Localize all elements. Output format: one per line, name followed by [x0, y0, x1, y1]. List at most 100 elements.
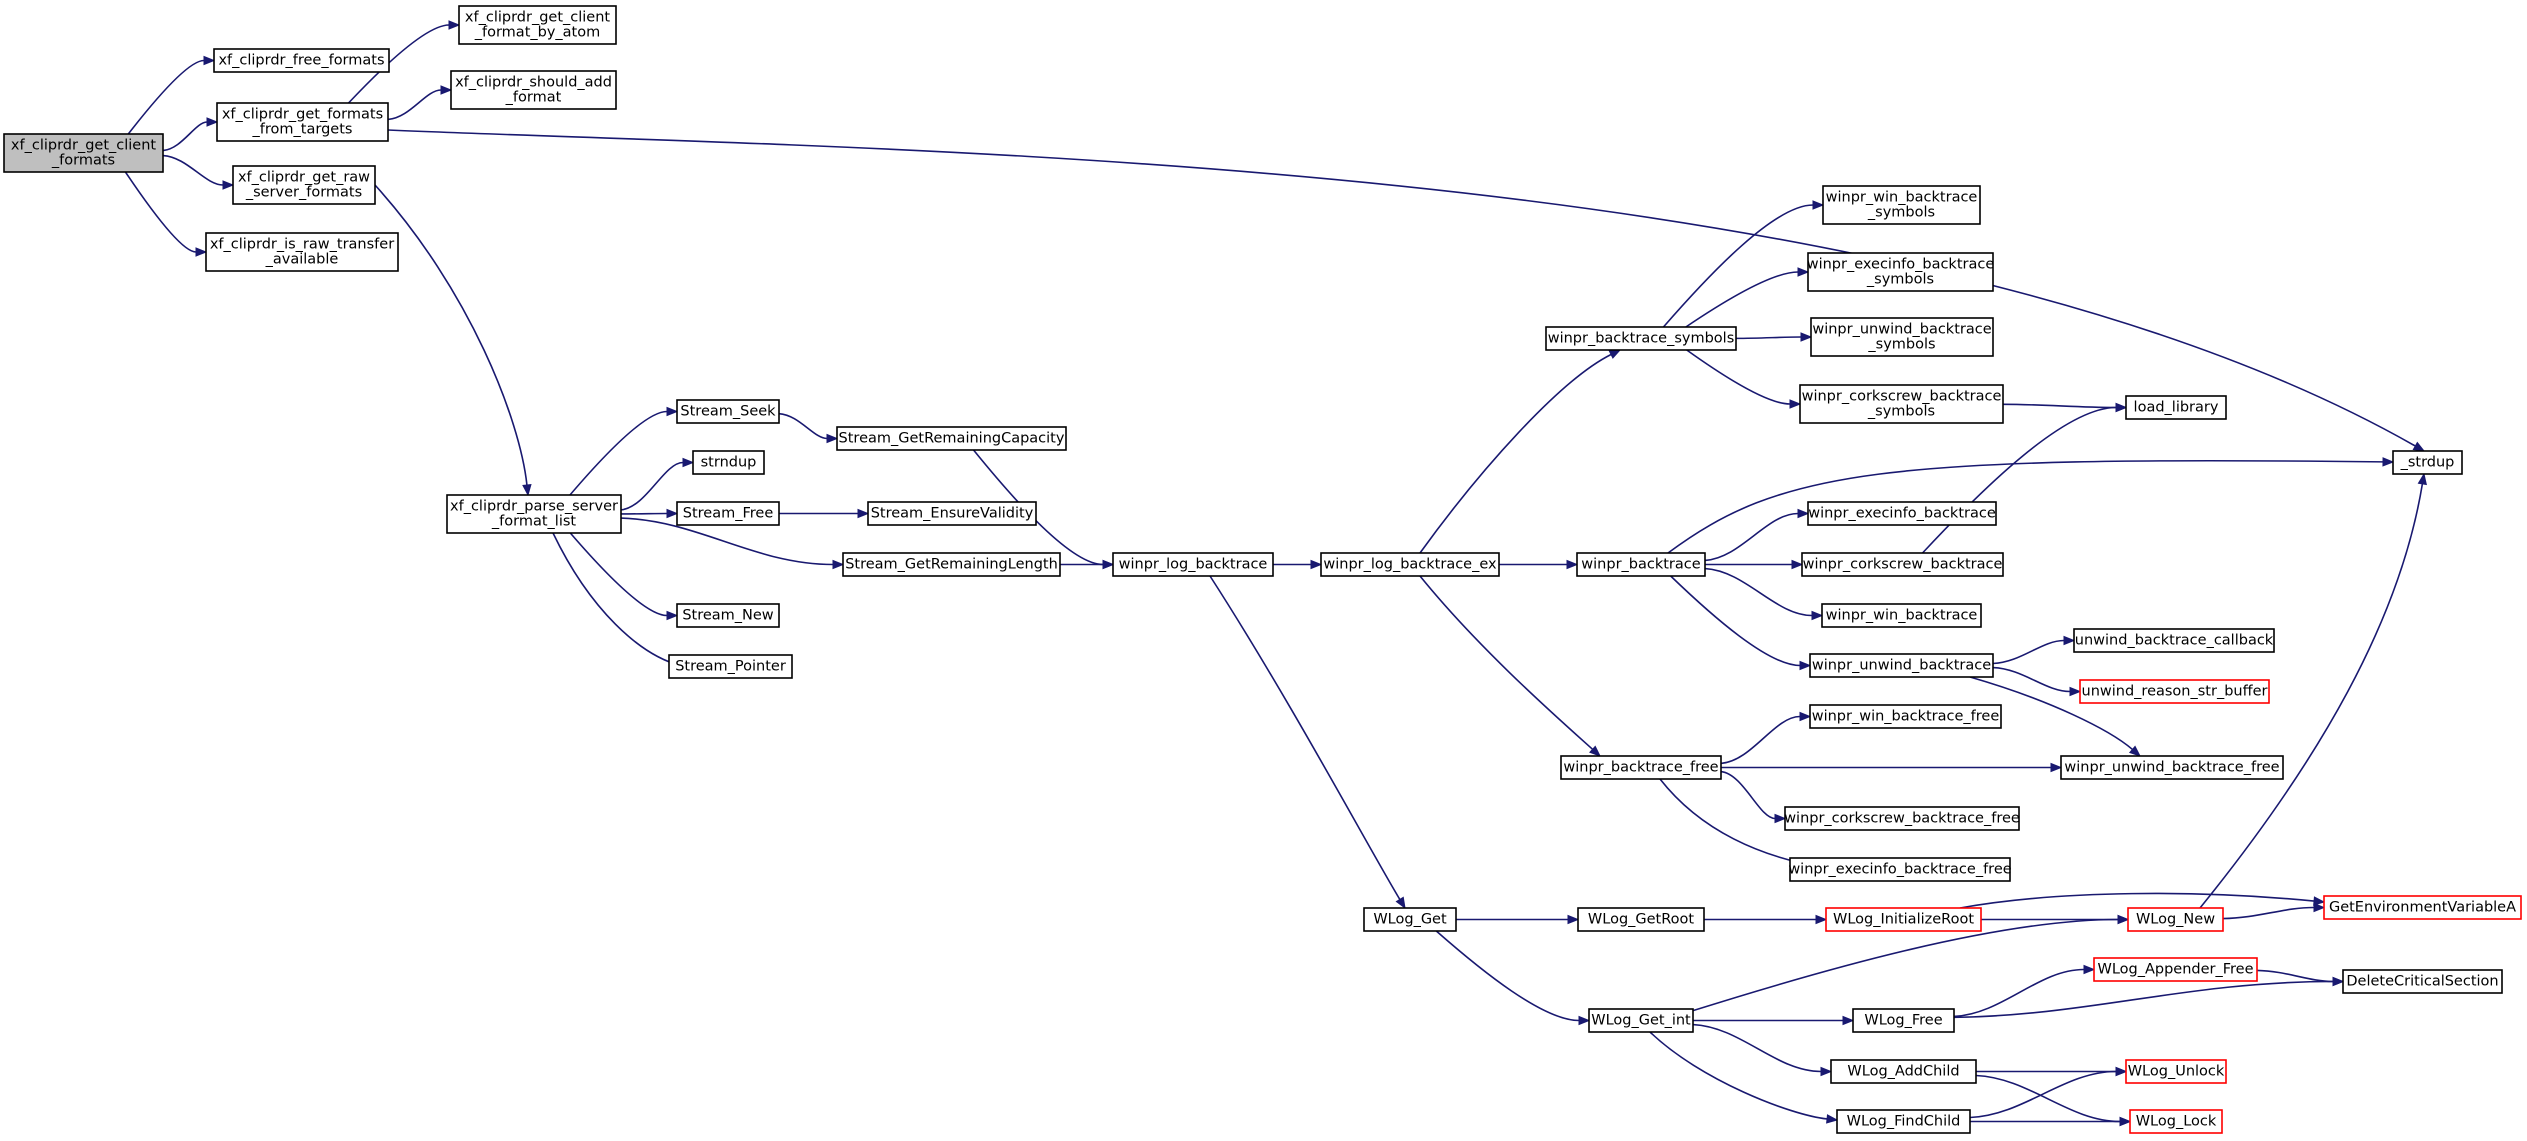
edge-line	[162, 154, 224, 186]
arrowhead-stream_get_remaining_length>winpr_log_backtrace	[1102, 559, 1115, 570]
edge-winpr_log_backtrace_ex-to-winpr_backtrace_free	[1419, 575, 1602, 757]
node-box	[1799, 384, 2004, 424]
node-winpr-backtrace-free[interactable]: winpr_backtrace_free	[1560, 755, 1722, 780]
node-wlog-get[interactable]: WLog_Get	[1363, 907, 1457, 932]
node-box	[1807, 252, 1994, 292]
arrowhead-wlog_get>wlog_get_root	[1567, 914, 1580, 925]
node-parse-server-format-list[interactable]: xf_cliprdr_parse_server_format_list	[446, 494, 622, 534]
edge-line	[1662, 204, 1814, 328]
node-unwind-reason-str-buffer[interactable]: unwind_reason_str_buffer	[2079, 679, 2270, 704]
edge-line	[2199, 483, 2424, 909]
edge-parse_server_format_list-to-stream_pointer	[552, 532, 692, 670]
arrowhead-get_raw_server_formats>parse_server_format_list	[522, 484, 532, 497]
node-get-client-format-by-atom[interactable]: xf_cliprdr_get_client_format_by_atom	[458, 5, 617, 45]
node-box	[1801, 552, 2004, 577]
node-get-formats-from-targets[interactable]: xf_cliprdr_get_formats_from_targets	[216, 102, 389, 142]
node-winpr-backtrace-symbols[interactable]: winpr_backtrace_symbols	[1545, 326, 1737, 351]
edge-line	[347, 24, 450, 104]
node-stream-get-remaining-capacity[interactable]: Stream_GetRemainingCapacity	[836, 426, 1067, 451]
node-label: winpr_unwind_backtrace_free	[2064, 760, 2279, 776]
node-corkscrew-backtrace-symbols[interactable]: winpr_corkscrew_backtrace_symbols	[1799, 384, 2004, 424]
node-wlog-get-int[interactable]: WLog_Get_int	[1588, 1008, 1694, 1033]
node-strdup[interactable]: _strdup	[2392, 450, 2463, 475]
node-wlog-new[interactable]: WLog_New	[2127, 907, 2224, 932]
node-wlog-unlock[interactable]: WLog_Unlock	[2125, 1059, 2227, 1084]
node-label: _format_list	[491, 514, 576, 530]
edge-line	[387, 89, 442, 121]
node-wlog-find-child[interactable]: WLog_FindChild	[1836, 1109, 1971, 1134]
node-label: _available	[265, 252, 339, 268]
node-unwind-backtrace-free[interactable]: winpr_unwind_backtrace_free	[2060, 755, 2284, 780]
node-strndup[interactable]: strndup	[692, 450, 765, 475]
node-is-raw-transfer-available[interactable]: xf_cliprdr_is_raw_transfer_available	[205, 232, 399, 272]
edge-stream_get_remaining_length-to-winpr_log_backtrace	[1059, 559, 1115, 570]
edge-line	[620, 461, 684, 511]
node-load-library[interactable]: load_library	[2125, 395, 2227, 420]
node-wlog-lock[interactable]: WLog_Lock	[2129, 1109, 2223, 1134]
node-corkscrew-backtrace[interactable]: winpr_corkscrew_backtrace	[1801, 552, 2004, 577]
edge-layer	[124, 20, 2427, 1127]
edge-line	[1992, 639, 2065, 665]
edge-wlog_free-to-delete_critical_section	[1953, 976, 2345, 1019]
edge-parse_server_format_list-to-stream_seek	[569, 406, 679, 496]
arrowhead-wlog_find_child>wlog_lock	[2119, 1116, 2132, 1127]
node-corkscrew-backtrace-free[interactable]: winpr_corkscrew_backtrace_free	[1784, 806, 2020, 831]
node-stream-free[interactable]: Stream_Free	[676, 501, 780, 526]
edge-corkscrew_backtrace-to-load_library	[1921, 402, 2128, 554]
edge-wlog_get-to-wlog_get_root	[1456, 914, 1580, 925]
node-box	[450, 70, 617, 110]
node-execinfo-backtrace[interactable]: winpr_execinfo_backtrace	[1807, 501, 1997, 526]
node-win-backtrace-symbols[interactable]: winpr_win_backtrace_symbols	[1822, 185, 1981, 225]
node-delete-critical-section[interactable]: DeleteCriticalSection	[2342, 969, 2503, 994]
edge-wlog_find_child-to-wlog_unlock	[1969, 1066, 2128, 1119]
node-unwind-backtrace-callback[interactable]: unwind_backtrace_callback	[2073, 628, 2275, 653]
node-wlog-appender-free[interactable]: WLog_Appender_Free	[2093, 957, 2258, 982]
edge-line	[1735, 336, 1802, 340]
arrowhead-wlog_new>get_environment_variable_a	[2313, 902, 2326, 913]
node-stream-new[interactable]: Stream_New	[676, 603, 780, 628]
node-winpr-log-backtrace[interactable]: winpr_log_backtrace	[1112, 552, 1274, 577]
arrowhead-get_formats_from_targets>should_add_format	[440, 85, 453, 95]
edge-winpr_backtrace_free-to-corkscrew_backtrace_free	[1720, 770, 1787, 824]
node-stream-ensure-validity[interactable]: Stream_EnsureValidity	[867, 501, 1037, 526]
edge-line	[778, 412, 828, 440]
node-execinfo-backtrace-free[interactable]: winpr_execinfo_backtrace_free	[1788, 857, 2012, 882]
arrowhead-get_client_formats>get_formats_from_targets	[206, 117, 219, 127]
edge-line	[1686, 349, 1791, 405]
node-winpr-backtrace[interactable]: winpr_backtrace	[1576, 552, 1706, 577]
edge-line	[1975, 1074, 2121, 1123]
node-get-environment-variable-a[interactable]: GetEnvironmentVariableA	[2323, 895, 2522, 920]
node-wlog-initialize-root[interactable]: WLog_InitializeRoot	[1825, 907, 1982, 932]
node-unwind-backtrace[interactable]: winpr_unwind_backtrace	[1809, 653, 1994, 678]
node-get-raw-server-formats[interactable]: xf_cliprdr_get_raw_server_formats	[232, 165, 376, 205]
node-label: _format_by_atom	[474, 25, 600, 41]
node-stream-seek[interactable]: Stream_Seek	[676, 399, 780, 424]
node-layer: xf_cliprdr_get_client_formats xf_cliprdr_…	[3, 5, 2522, 1134]
node-win-backtrace[interactable]: winpr_win_backtrace	[1821, 603, 1982, 628]
node-wlog-get-root[interactable]: WLog_GetRoot	[1577, 907, 1705, 932]
arrowhead-winpr_backtrace_symbols>wibacktrace_symbols	[1812, 200, 1825, 210]
node-free-formats[interactable]: xf_cliprdr_free_formats	[213, 48, 390, 73]
edge-line	[569, 410, 668, 496]
node-label: WLog_InitializeRoot	[1833, 912, 1974, 928]
node-stream-pointer[interactable]: Stream_Pointer	[668, 654, 793, 679]
edge-get_formats_from_targets-to-get_client_format_by_atom	[347, 20, 461, 104]
edge-wlog_get_root-to-wlog_initialize_root	[1704, 914, 1828, 925]
node-label: WLog_AddChild	[1847, 1064, 1959, 1080]
node-wlog-free[interactable]: WLog_Free	[1852, 1008, 1955, 1033]
node-stream-get-remaining-length[interactable]: Stream_GetRemainingLength	[842, 552, 1061, 577]
edge-winpr_backtrace-to-execinfo_backtrace	[1704, 508, 1810, 562]
node-box	[1830, 1059, 1977, 1084]
node-execinfo-backtrace-symbols[interactable]: winpr_execinfo_backtrace_symbols	[1807, 252, 1995, 292]
arrowhead-corkscrew_backtrace>load_library	[2115, 402, 2128, 413]
node-wlog-add-child[interactable]: WLog_AddChild	[1830, 1059, 1977, 1084]
node-winpr-log-backtrace-ex[interactable]: winpr_log_backtrace_ex	[1320, 552, 1500, 577]
edge-wlog_get-to-wlog_get_int	[1435, 930, 1591, 1026]
node-should-add-format[interactable]: xf_cliprdr_should_add_format	[450, 70, 617, 110]
node-unwind-backtrace-symbols[interactable]: winpr_unwind_backtrace_symbols	[1810, 317, 1994, 357]
arrowhead-parse_server_format_list>stream_new	[666, 610, 679, 621]
node-win-backtrace-free[interactable]: winpr_win_backtrace_free	[1809, 704, 2002, 729]
node-get-client-formats[interactable]: xf_cliprdr_get_client_formats	[3, 133, 164, 173]
arrowhead-get_client_formats>free_formats	[203, 55, 216, 66]
node-label: _symbols	[1866, 272, 1934, 288]
